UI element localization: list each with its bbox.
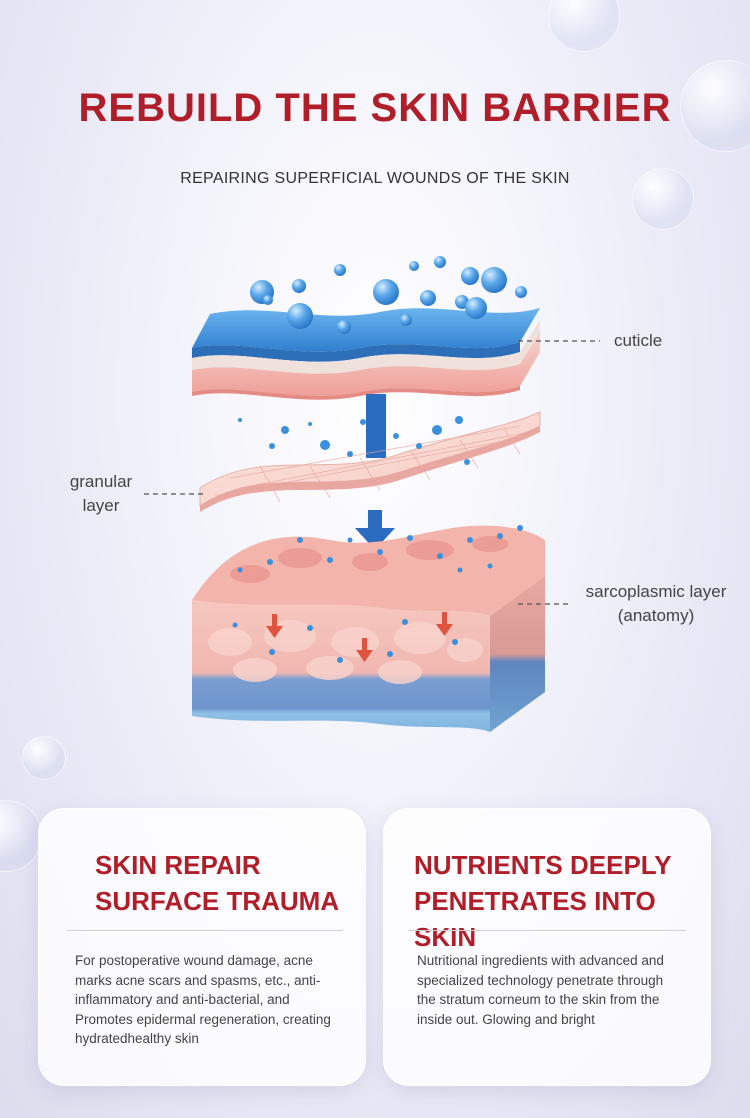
bubble-decoration [632,168,694,230]
sarcoplasmic-label-line2: (anatomy) [617,606,695,625]
granular-layer [199,411,541,512]
granular-layer-label: granular layer [66,470,136,518]
card-title: SKIN REPAIR SURFACE TRAUMA [39,847,365,919]
card-description: Nutritional ingredients with advanced an… [417,953,664,1027]
feature-card-nutrients: NUTRIENTS DEEPLY PENETRATES INTO SKIN Nu… [383,808,711,1086]
droplets [232,416,523,663]
skin-layers-illustration [144,256,600,732]
label-leader-lines [144,340,600,605]
bubble-decoration [22,736,66,780]
card-title-line2: SURFACE TRAUMA [95,886,340,916]
granular-label-line2: layer [82,496,120,515]
bubble-decoration [548,0,620,52]
feature-card-skin-repair: SKIN REPAIR SURFACE TRAUMA For postopera… [38,808,366,1086]
penetration-arrows [266,612,453,662]
card-title: NUTRIENTS DEEPLY PENETRATES INTO SKIN [384,847,710,955]
page-subtitle: REPAIRING SUPERFICIAL WOUNDS OF THE SKIN [180,170,570,187]
page-title: REBUILD THE SKIN BARRIER [78,86,672,130]
cuticle-label-text: cuticle [614,331,663,350]
card-title-line1: NUTRIENTS DEEPLY [414,850,672,880]
bubble-decoration [680,60,750,152]
card-description: For postoperative wound damage, acne mar… [75,953,331,1046]
sarcoplasmic-label-line1: sarcoplasmic layer [585,582,727,601]
card-title-line1: SKIN REPAIR [95,850,261,880]
down-arrow [355,394,395,550]
sarcoplasmic-block [192,525,545,732]
bubble-decoration [0,800,42,872]
cuticle-label: cuticle [614,329,662,353]
card-title-line2: PENETRATES INTO SKIN [414,886,656,952]
card-divider [67,930,343,931]
water-bubbles [250,256,527,334]
card-divider [408,930,686,931]
cuticle-layer [192,308,540,400]
granular-label-line1: granular [69,472,133,491]
sarcoplasmic-layer-label: sarcoplasmic layer (anatomy) [572,580,740,628]
skin-layers-diagram: cuticle granular layer sarcoplasmic laye… [0,240,750,760]
